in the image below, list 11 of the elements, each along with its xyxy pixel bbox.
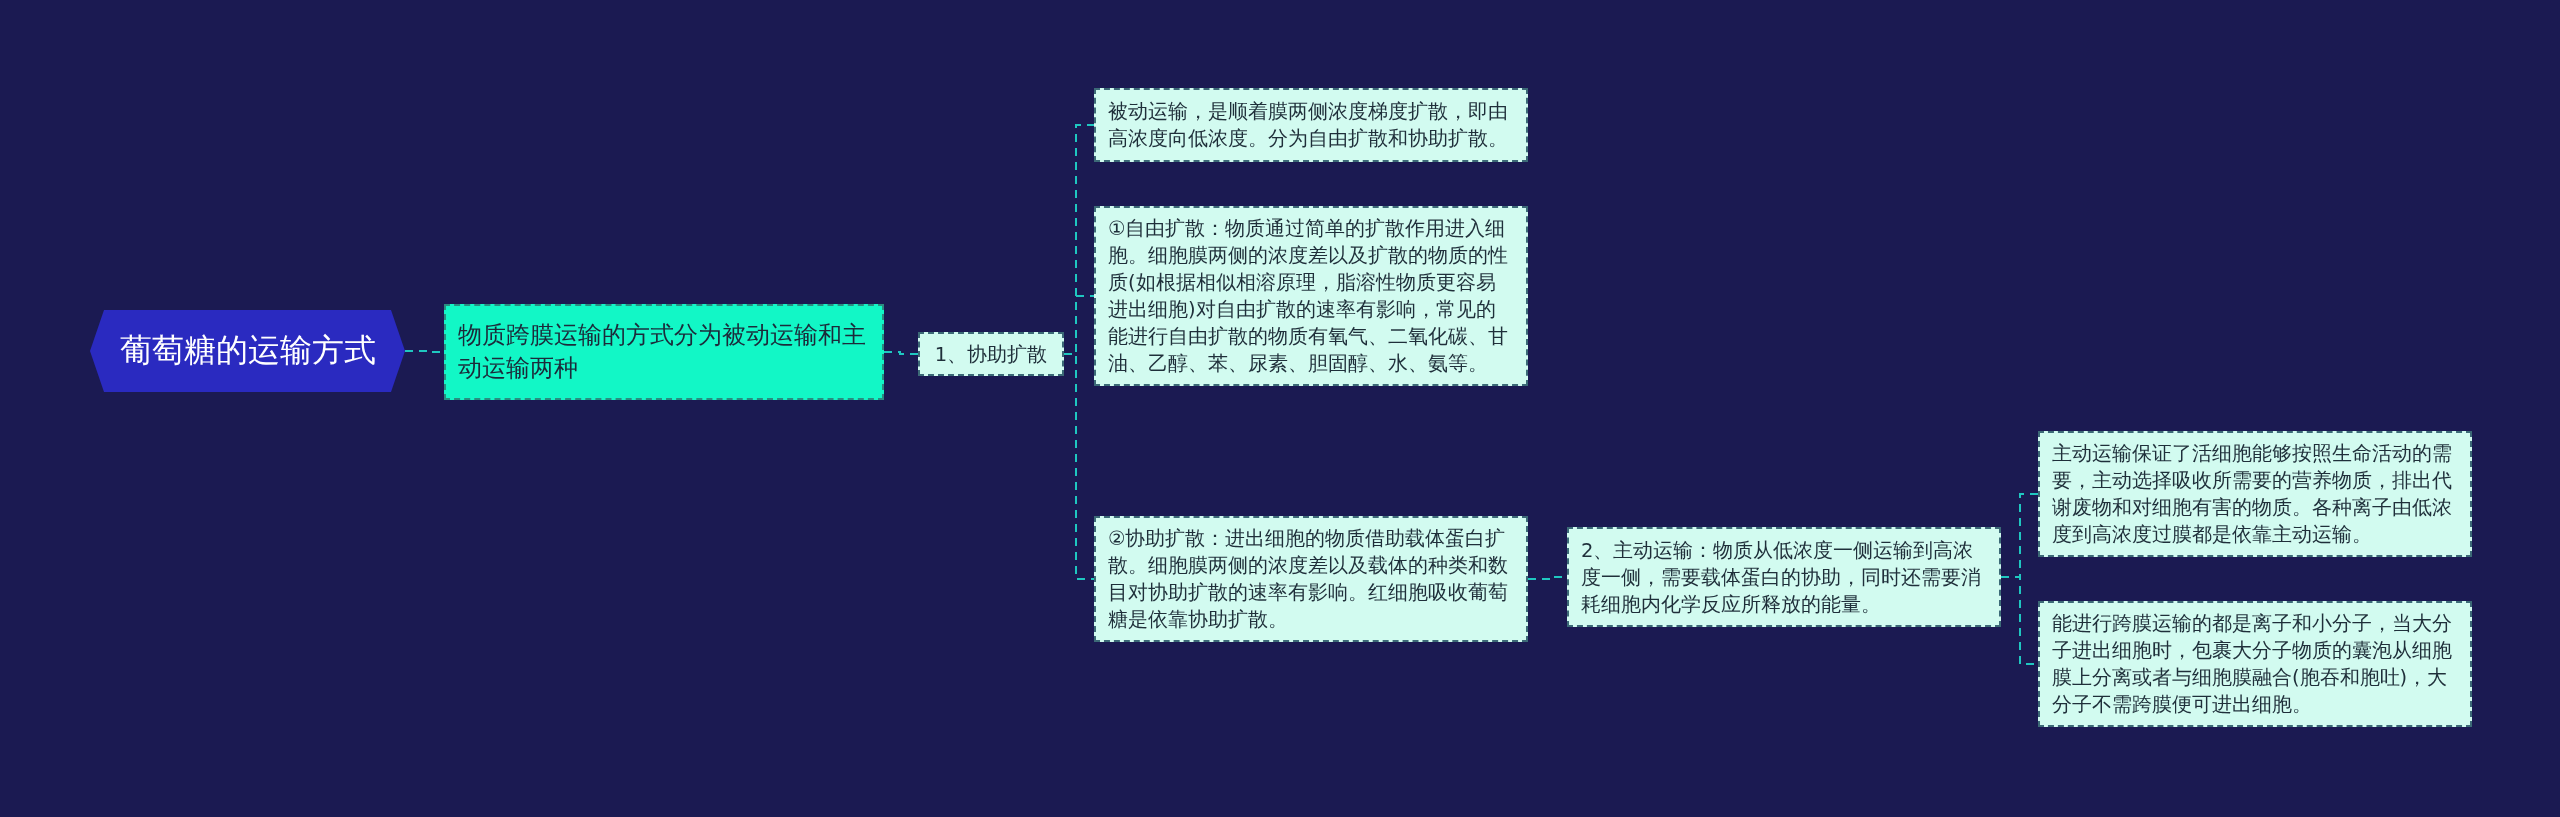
topic-box: ①自由扩散：物质通过简单的扩散作用进入细胞。细胞膜两侧的浓度差以及扩散的物质的性质(如根据相似相溶原理，脂溶性物质更容易进出细胞)对自由扩散的速率有影响，常见的能进行自由扩散的物质有氧气、二氧化碳、甘油、乙醇、苯、尿素、胆固醇、水、氨等。	[1094, 206, 1528, 386]
main-topic-box: 物质跨膜运输的方式分为被动运输和主动运输两种	[444, 304, 884, 400]
connector-line	[883, 351, 919, 355]
topic-box: 被动运输，是顺着膜两侧浓度梯度扩散，即由高浓度向低浓度。分为自由扩散和协助扩散。	[1094, 88, 1528, 162]
topic-box: 能进行跨膜运输的都是离子和小分子，当大分子进出细胞时，包裹大分子物质的囊泡从细胞膜上分离或者与细胞膜融合(胞吞和胞吐)，大分子不需跨膜便可进出细胞。	[2038, 601, 2472, 727]
topic-box: ②协助扩散：进出细胞的物质借助载体蛋白扩散。细胞膜两侧的浓度差以及载体的种类和数目对协助扩散的速率有影响。红细胞吸收葡萄糖是依靠协助扩散。	[1094, 516, 1528, 642]
topic-box: 1、协助扩散	[918, 332, 1064, 376]
central-topic-hexagon: 葡萄糖的运输方式	[90, 310, 405, 392]
connector-line	[1063, 353, 1095, 580]
topic-box: 2、主动运输：物质从低浓度一侧运输到高浓度一侧，需要载体蛋白的协助，同时还需要消耗细胞内化学反应所释放的能量。	[1567, 527, 2001, 627]
topic-box: 主动运输保证了活细胞能够按照生命活动的需要，主动选择吸收所需要的营养物质，排出代谢废物和对细胞有害的物质。各种离子由低浓度到高浓度过膜都是依靠主动运输。	[2038, 431, 2472, 557]
